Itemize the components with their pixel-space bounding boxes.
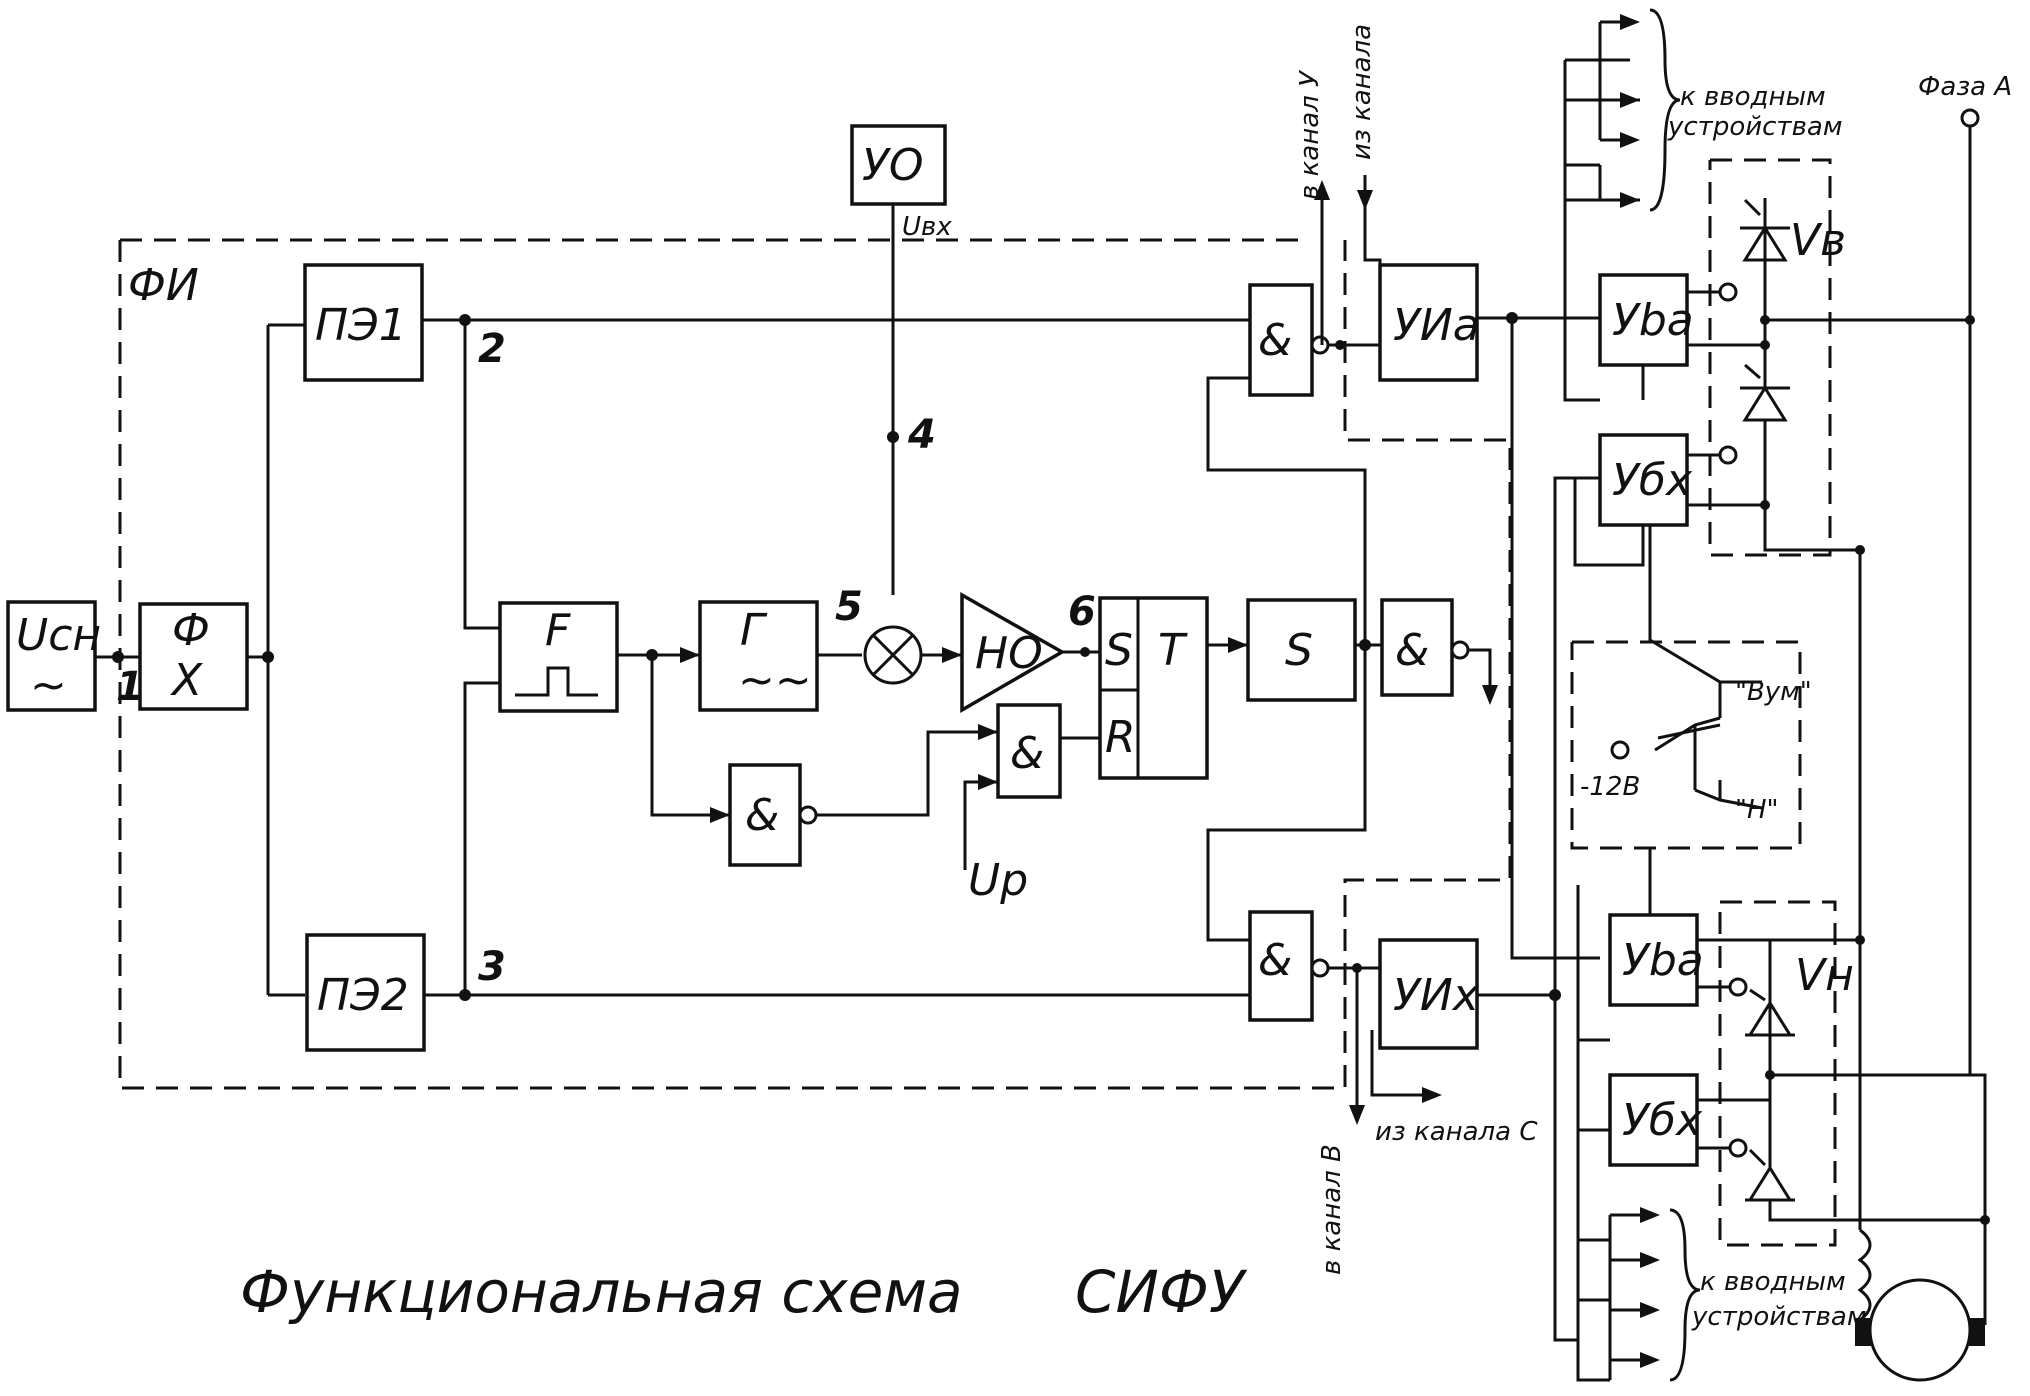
motor-symbol <box>1855 1220 1987 1382</box>
h-amp-label: "Н" <box>1735 795 1778 825</box>
to-input-1b-label: устройствам <box>1667 112 1842 142</box>
node-3-label: 3 <box>478 944 506 990</box>
phi-top-label: Ф <box>172 605 210 656</box>
b-amp-label: "Вум" <box>1735 677 1812 707</box>
f-label: F <box>545 605 571 656</box>
node-2-label: 2 <box>478 326 506 372</box>
and-gate-reset-label: & <box>1010 728 1044 779</box>
pe1-label: ПЭ1 <box>315 300 407 351</box>
from-channel-c-label: из канала С <box>1375 1117 1538 1147</box>
transistor-block <box>1570 525 1802 960</box>
thyristor-vh <box>1718 900 1837 1247</box>
trigger-s-label: S <box>1105 625 1133 676</box>
fi-dashed-border <box>118 238 1512 1090</box>
s-block-label: S <box>1285 625 1313 676</box>
trigger-block <box>1098 596 1209 780</box>
pe2-label: ПЭ2 <box>317 970 409 1021</box>
and-gate-right-label: & <box>1395 625 1429 676</box>
uix-block <box>1378 938 1479 1050</box>
uvx-bottom-label: Убх <box>1622 1095 1703 1146</box>
uva-bottom-block <box>1608 913 1699 1007</box>
to-input-2b-label: устройствам <box>1691 1302 1866 1332</box>
uvx-signal-label: Uвх <box>902 212 952 242</box>
usn-label: Uсн <box>16 610 101 661</box>
node-4-label: 4 <box>907 412 936 458</box>
to-channel-b-label: в канал В <box>1317 1144 1347 1275</box>
uia-block <box>1378 263 1479 382</box>
ho-amplifier <box>960 591 1066 714</box>
vh-label: Vн <box>1795 950 1854 1001</box>
g-label: Г <box>740 605 768 656</box>
uvx-top-label: Убх <box>1612 455 1693 506</box>
to-input-2a-label: к вводным <box>1700 1267 1846 1297</box>
s-block <box>1246 598 1357 702</box>
node-5-label: 5 <box>835 584 863 630</box>
uva-top-block <box>1598 273 1689 367</box>
ho-label: НО <box>975 628 1043 679</box>
and-gate-top-label: & <box>1258 315 1292 366</box>
phi-block <box>138 602 249 711</box>
fi-label: ФИ <box>128 260 199 311</box>
usn-symbol: ~ <box>30 660 67 711</box>
trigger-r-label: R <box>1105 712 1136 763</box>
minus12-label: -12В <box>1580 772 1640 802</box>
node-6-label: 6 <box>1068 589 1096 635</box>
caption-name: СИФУ <box>1075 1258 1248 1326</box>
f-block <box>498 601 619 713</box>
g-wave-label: ~~ <box>738 655 812 706</box>
and-gate-reset <box>996 703 1062 799</box>
uvx-top-block <box>1598 433 1689 527</box>
uva-bottom-label: Уba <box>1622 935 1704 986</box>
pe2-block <box>305 933 426 1052</box>
pe1-block <box>303 263 424 382</box>
and-gate-bottom <box>1248 910 1314 1022</box>
and-gate-middle <box>728 763 802 867</box>
trigger-t-label: T <box>1158 625 1188 676</box>
and-gate-middle-label: & <box>745 790 779 841</box>
uva-top-label: Уba <box>1612 295 1694 346</box>
uix-label: УИх <box>1393 970 1480 1021</box>
and-gate-bottom-label: & <box>1258 935 1292 986</box>
up-label: Up <box>968 855 1028 906</box>
phi-bottom-label: Х <box>170 655 203 706</box>
g-block <box>698 600 819 712</box>
uia-label: УИa <box>1393 300 1480 351</box>
to-channel-u-label: в канал У <box>1295 69 1325 200</box>
uo-label: УО <box>862 140 923 191</box>
to-input-1a-label: к вводным <box>1680 82 1826 112</box>
uo-block <box>850 124 947 206</box>
and-gate-right <box>1380 598 1454 697</box>
caption-title: Функциональная схема <box>240 1258 963 1326</box>
vb-label: Vв <box>1790 215 1846 266</box>
phase-a-label: Фаза А <box>1918 72 2012 102</box>
from-channel-label: из канала <box>1347 24 1377 160</box>
uvx-bottom-block <box>1608 1073 1699 1167</box>
